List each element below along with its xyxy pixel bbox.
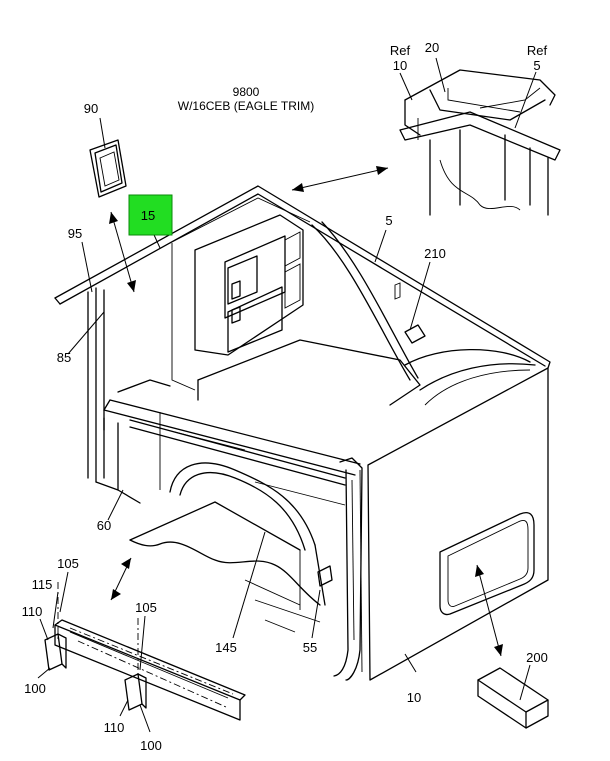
- cab-body: [54, 185, 551, 681]
- assembly-arrows: [109, 166, 503, 657]
- title-line-2: W/16CEB (EAGLE TRIM): [178, 99, 314, 113]
- callout-105-b: 105: [135, 600, 157, 615]
- leader-lines: [37, 57, 537, 733]
- callout-145: 145: [215, 640, 237, 655]
- callout-labels: Ref 10 20 Ref 5 90 15 95 5 210 85 60 105…: [22, 40, 548, 753]
- exploded-rail: [44, 582, 246, 721]
- callout-95: 95: [68, 226, 82, 241]
- callout-ref-10-num: 10: [393, 58, 407, 73]
- callout-200: 200: [526, 650, 548, 665]
- callout-15: 15: [141, 208, 155, 223]
- floor-sheet-145: [129, 501, 321, 633]
- callout-5: 5: [385, 213, 392, 228]
- callout-210: 210: [424, 246, 446, 261]
- callout-105-a: 105: [57, 556, 79, 571]
- part-200: [477, 667, 549, 729]
- callout-90: 90: [84, 101, 98, 116]
- callout-55: 55: [303, 640, 317, 655]
- highlight-15: [128, 194, 173, 236]
- callout-110-a: 110: [22, 604, 43, 619]
- callout-100-b: 100: [140, 738, 162, 753]
- detail-corner-trim: [399, 69, 561, 216]
- callout-10: 10: [407, 690, 421, 705]
- callout-ref-5: Ref: [527, 43, 548, 58]
- callout-ref-10: Ref: [390, 43, 411, 58]
- part-90-window: [89, 139, 127, 198]
- callout-115: 115: [32, 577, 53, 592]
- callout-20: 20: [425, 40, 439, 55]
- title-line-1: 9800: [233, 85, 260, 99]
- callout-100-a: 100: [24, 681, 46, 696]
- callout-ref-5-num: 5: [533, 58, 540, 73]
- callout-110-b: 110: [104, 720, 125, 735]
- callout-85: 85: [57, 350, 71, 365]
- callout-60: 60: [97, 518, 111, 533]
